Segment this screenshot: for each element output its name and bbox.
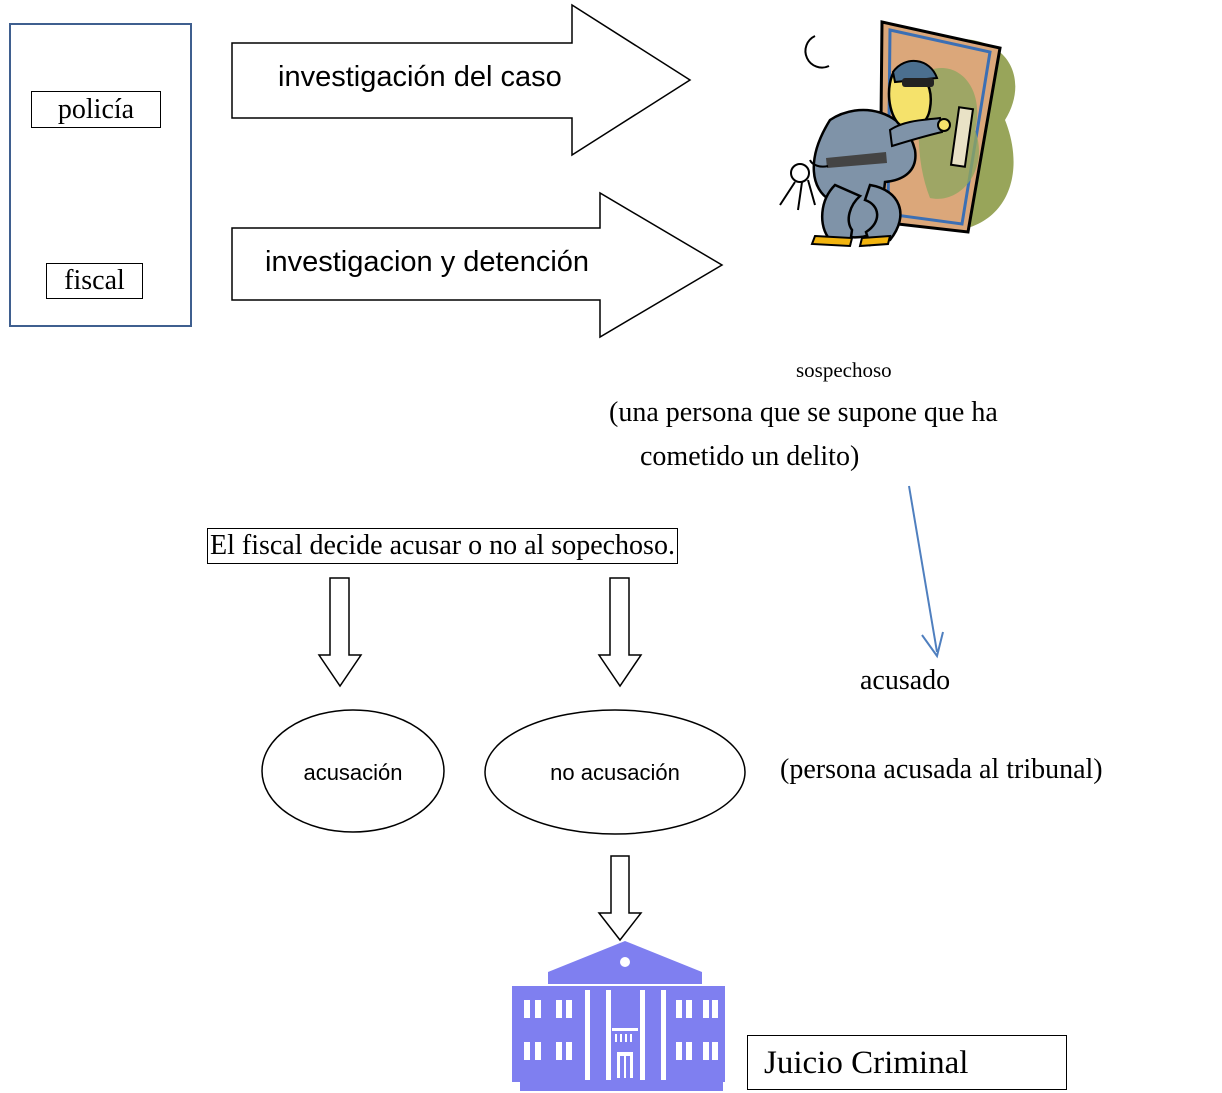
down-arrow-court xyxy=(597,855,643,942)
ellipse-no-accusation xyxy=(484,709,746,835)
actor-prosecutor-label: fiscal xyxy=(46,263,143,299)
actor-police-label: policía xyxy=(31,91,161,128)
trial-box: Juicio Criminal xyxy=(747,1035,1067,1090)
arrow-detention-label: investigacion y detención xyxy=(265,246,590,278)
arrow-investigation xyxy=(231,3,692,157)
outcome-accusation-label: acusación xyxy=(303,760,403,785)
suspect-definition-line2: cometido un delito) xyxy=(640,441,860,472)
ellipse-accusation xyxy=(261,709,445,833)
suspect-definition-line1: (una persona que se supone que ha xyxy=(609,397,998,428)
accused-label: acusado xyxy=(860,665,951,696)
suspect-label: sospechoso xyxy=(796,358,892,382)
courthouse-icon xyxy=(512,941,725,1091)
accused-definition: (persona acusada al tribunal) xyxy=(780,754,1103,785)
connector-arrowhead xyxy=(921,631,944,659)
down-arrow-right xyxy=(597,577,643,688)
connector-line xyxy=(908,485,938,653)
actors-panel xyxy=(9,23,192,327)
burglar-clipart-icon xyxy=(779,20,1016,248)
decision-box: El fiscal decide acusar o no al sopechos… xyxy=(207,528,678,564)
arrow-investigation-label: investigación del caso xyxy=(278,61,562,93)
arrow-detention xyxy=(231,191,724,339)
outcome-no-accusation-label: no acusación xyxy=(550,760,680,785)
down-arrow-left xyxy=(317,577,363,688)
